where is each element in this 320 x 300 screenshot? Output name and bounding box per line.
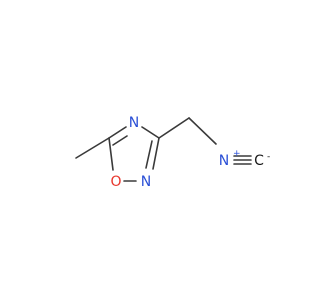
- atom-n-isocyanide: N: [219, 153, 229, 169]
- bond-c5-n4-double: [112, 135, 128, 146]
- charge-minus: -: [267, 152, 270, 162]
- molecule-canvas: N N O N + C -: [75, 115, 271, 190]
- bond-n4-c3: [141, 126, 160, 139]
- bond-c3-ch2: [158, 117, 190, 139]
- molecule-structure: N N O N + C -: [75, 115, 270, 190]
- bond-c5-n4: [108, 126, 127, 139]
- atom-n-ring-bottom: N: [141, 174, 151, 190]
- atom-o-ring: O: [110, 174, 121, 190]
- charge-plus: +: [233, 149, 241, 159]
- atom-c-isocyanide: C: [254, 153, 264, 169]
- bonds: [75, 117, 252, 182]
- bond-o1-c5: [108, 137, 114, 171]
- bond-methyl-c5: [75, 137, 110, 159]
- bond-ch2-n: [188, 117, 217, 145]
- bond-c3-n2: [152, 137, 160, 170]
- bond-c3-n2-double: [145, 140, 153, 169]
- atom-n-ring-top: N: [129, 115, 139, 131]
